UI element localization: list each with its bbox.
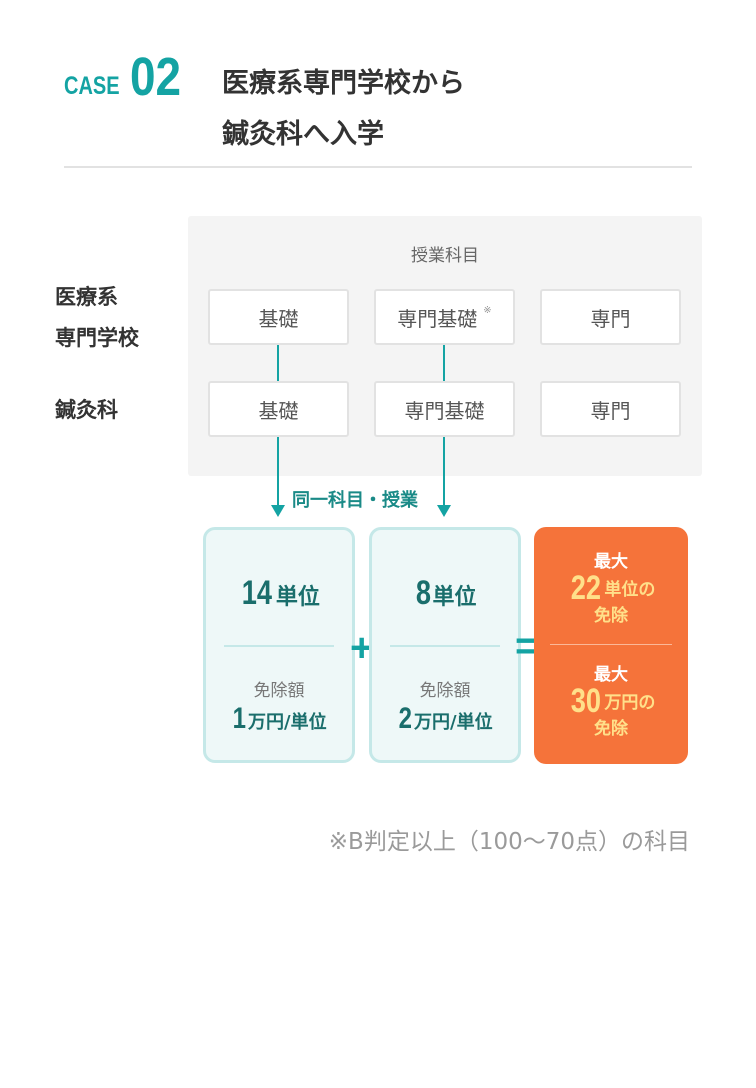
total-units-value: 22 xyxy=(570,569,601,607)
cell-text: 専門基礎 xyxy=(397,306,478,331)
arrow-down-icon xyxy=(437,505,451,517)
title-line-1: 医療系専門学校から xyxy=(222,68,465,99)
footnote: ※B判定以上（100〜70点）の科目 xyxy=(328,829,690,855)
max-label: 最大 xyxy=(594,552,628,572)
exempt-label: 免除 xyxy=(594,606,628,626)
cell-text: 基礎 xyxy=(258,306,299,331)
connector-line xyxy=(277,345,279,381)
units-label: 単位 xyxy=(275,585,320,610)
total-yen-value: 30 xyxy=(570,682,601,720)
fee-label: 免除額 xyxy=(253,681,305,701)
cell-text: 専門 xyxy=(590,398,631,423)
row-label-acupuncture: 鍼灸科 xyxy=(55,398,118,422)
subject-cell: 専門基礎 xyxy=(374,381,515,437)
units-suffix: 単位の xyxy=(604,580,656,600)
connector-label: 同一科目・授業 xyxy=(292,490,418,511)
amount: 1万円/単位 xyxy=(206,702,352,736)
connector-line xyxy=(277,437,279,507)
divider xyxy=(64,166,692,168)
subject-cell: 専門 xyxy=(540,289,681,345)
amount-unit: 万円/単位 xyxy=(248,712,327,733)
plus-icon: + xyxy=(350,626,374,670)
units-value: 14 xyxy=(241,574,273,612)
max-label: 最大 xyxy=(594,665,628,685)
cell-text: 専門 xyxy=(590,306,631,331)
page-title: 医療系専門学校から 鍼灸科へ入学 xyxy=(222,58,465,160)
subject-cell: 基礎 xyxy=(208,381,349,437)
connector-line xyxy=(443,345,445,381)
units-value: 8 xyxy=(415,574,431,612)
subject-cell: 専門 xyxy=(540,381,681,437)
connector-line xyxy=(443,437,445,507)
note-mark: ※ xyxy=(483,305,492,316)
yen-suffix: 万円の xyxy=(604,693,656,713)
amount-value: 1 xyxy=(233,702,247,735)
cell-text: 専門基礎 xyxy=(404,398,485,423)
row-label-line: 専門学校 xyxy=(55,326,139,350)
row-label-medical-school: 医療系 専門学校 xyxy=(55,277,139,359)
card-divider xyxy=(550,644,672,645)
case-number: 02 xyxy=(130,47,182,107)
exempt-label: 免除 xyxy=(594,719,628,739)
row-label-line: 医療系 xyxy=(55,285,118,309)
subject-cell: 基礎 xyxy=(208,289,349,345)
case-label: CASE xyxy=(64,72,120,100)
card-divider xyxy=(390,645,500,647)
title-line-2: 鍼灸科へ入学 xyxy=(222,119,384,150)
cell-text: 基礎 xyxy=(258,398,299,423)
units: 8単位 xyxy=(372,574,518,613)
card-divider xyxy=(224,645,334,647)
equals-icon: = xyxy=(515,624,539,668)
arrow-down-icon xyxy=(271,505,285,517)
panel-heading: 授業科目 xyxy=(411,246,479,266)
result-card-specialized-basic: 8単位 免除額 2万円/単位 xyxy=(369,527,521,763)
amount-value: 2 xyxy=(399,702,413,735)
subject-cell: 専門基礎 ※ xyxy=(374,289,515,345)
amount-unit: 万円/単位 xyxy=(414,712,493,733)
units-label: 単位 xyxy=(432,585,477,610)
amount: 2万円/単位 xyxy=(372,702,518,736)
fee-label: 免除額 xyxy=(419,681,471,701)
